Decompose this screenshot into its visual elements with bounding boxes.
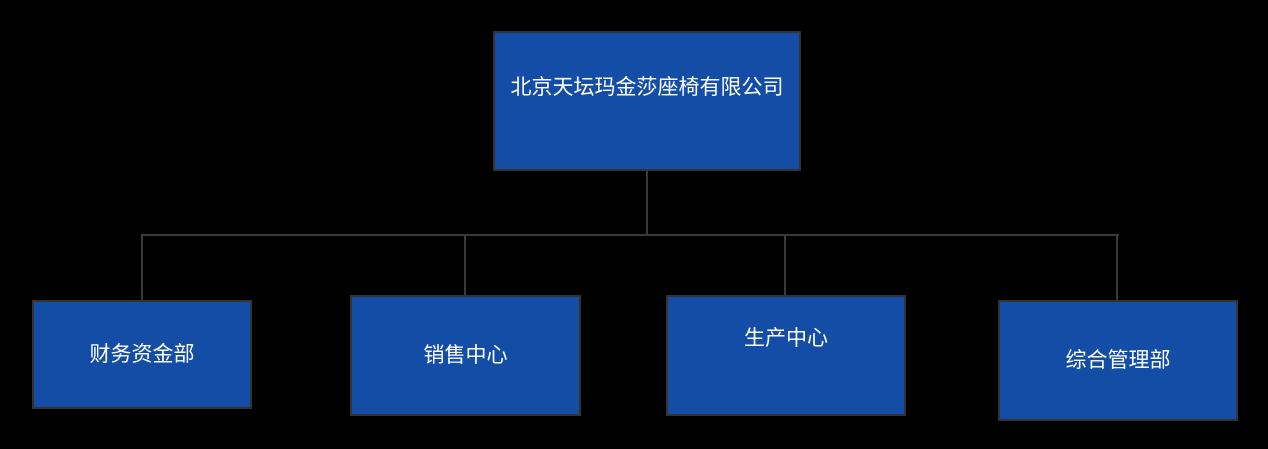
org-node-finance-dept: 财务资金部	[32, 300, 252, 409]
org-node-admin-dept: 综合管理部	[998, 300, 1238, 421]
connector-drop-admin	[1116, 234, 1118, 300]
org-node-sales-center-label: 销售中心	[423, 343, 508, 367]
org-node-finance-dept-label: 财务资金部	[89, 342, 195, 366]
connector-drop-sales	[464, 234, 466, 295]
connector-drop-production	[784, 234, 786, 295]
connector-horizontal-rail	[141, 234, 1119, 236]
org-node-company: 北京天坛玛金莎座椅有限公司	[493, 31, 801, 171]
org-node-production-center: 生产中心	[666, 295, 906, 416]
org-node-production-center-label: 生产中心	[744, 326, 828, 350]
org-node-sales-center: 销售中心	[350, 295, 581, 416]
org-node-admin-dept-label: 综合管理部	[1065, 348, 1171, 372]
connector-root-stem	[646, 171, 648, 234]
org-node-company-label: 北京天坛玛金莎座椅有限公司	[510, 75, 784, 99]
connector-drop-finance	[141, 234, 143, 300]
